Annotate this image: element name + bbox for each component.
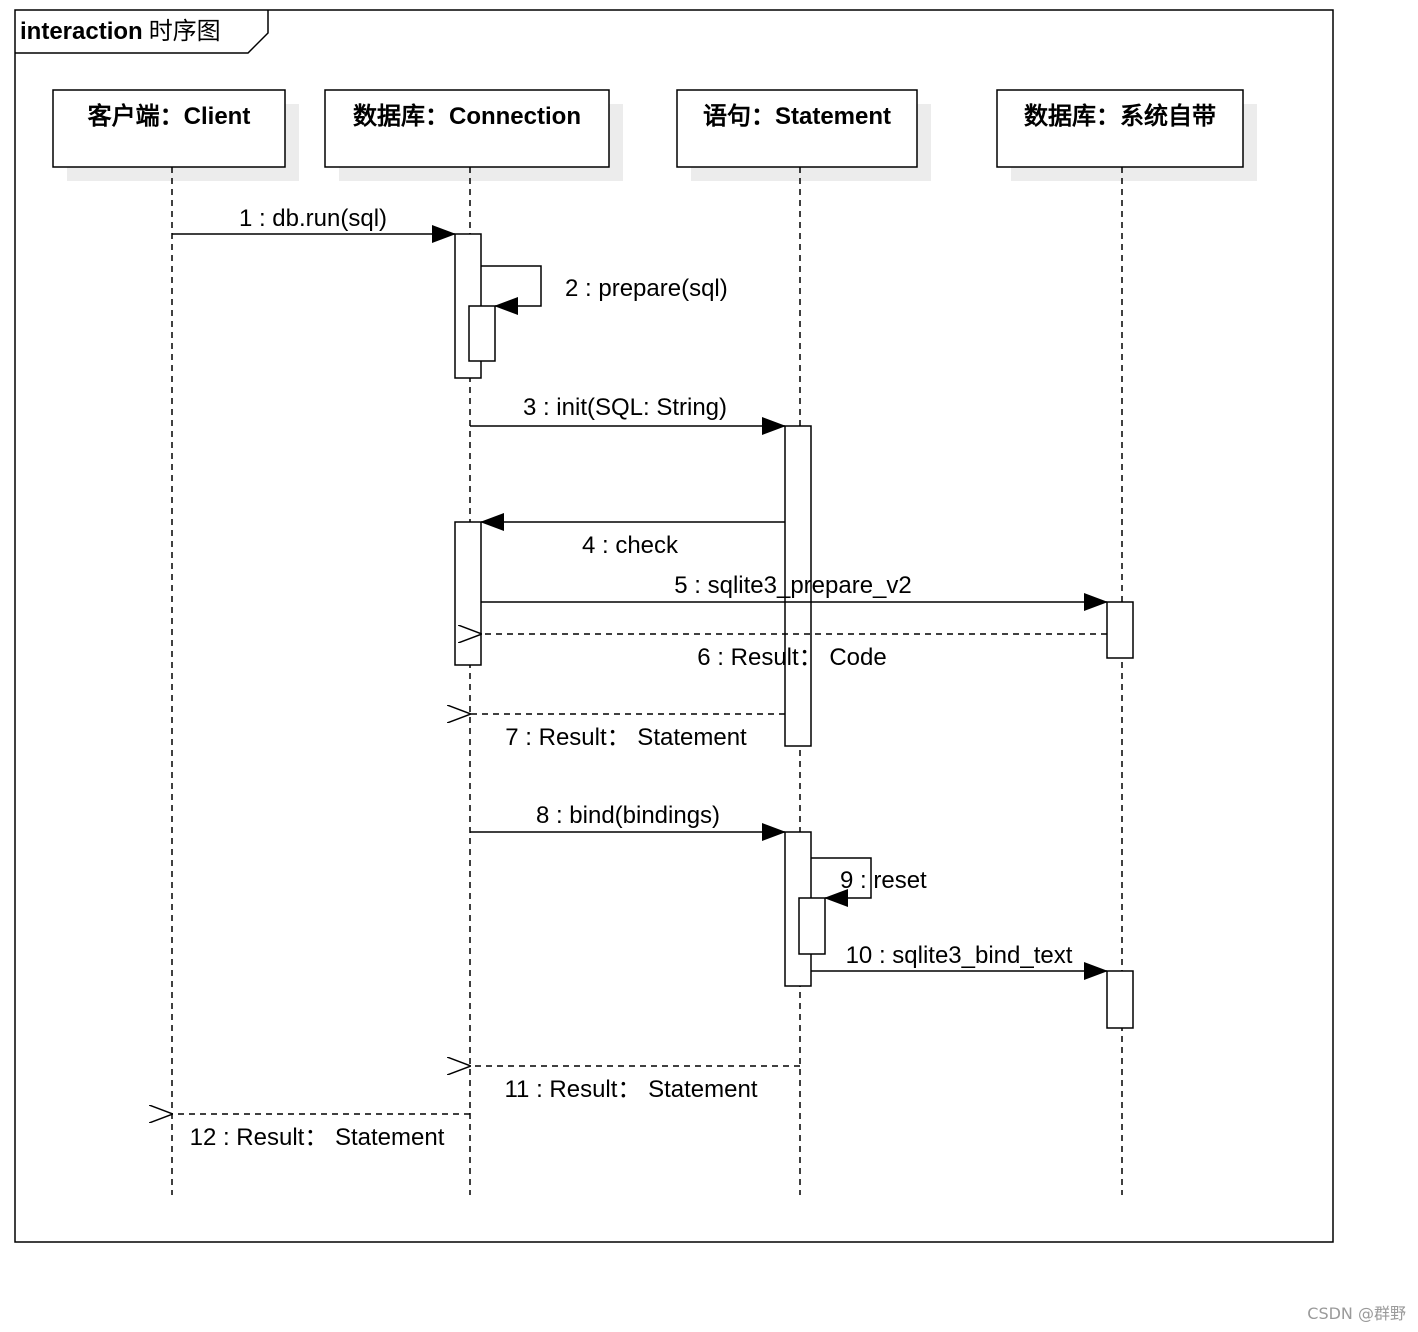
- message-label: 11 : Result： Statement: [504, 1076, 757, 1103]
- message-label: 2 : prepare(sql): [565, 275, 728, 302]
- message-label: 7 : Result： Statement: [505, 724, 747, 751]
- activation-system-1: [1106, 601, 1134, 659]
- activation-statement-nested: [798, 897, 826, 955]
- message-3[interactable]: 3 : init(SQL: String): [470, 394, 786, 435]
- message-5[interactable]: 5 : sqlite3_prepare_v2: [481, 572, 1108, 611]
- message-label: 3 : init(SQL: String): [523, 394, 727, 421]
- lifeline-system[interactable]: 数据库：系统自带: [996, 89, 1257, 1195]
- message-11[interactable]: 11 : Result： Statement: [470, 1066, 800, 1103]
- message-label: 6 : Result： Code: [697, 644, 886, 671]
- message-12[interactable]: 12 : Result： Statement: [172, 1114, 470, 1151]
- message-6[interactable]: 6 : Result： Code: [481, 634, 1107, 671]
- message-label: 1 : db.run(sql): [239, 205, 387, 232]
- activation-system-2: [1106, 970, 1134, 1029]
- message-8[interactable]: 8 : bind(bindings): [470, 802, 786, 841]
- message-4[interactable]: 4 : check: [480, 513, 785, 559]
- message-2[interactable]: 2 : prepare(sql): [481, 265, 728, 315]
- activation-statement-1: [784, 425, 812, 747]
- activation-bars: [454, 233, 1134, 1029]
- message-label: 12 : Result： Statement: [190, 1124, 445, 1151]
- frame-keyword: interaction: [20, 18, 143, 45]
- message-7[interactable]: 7 : Result： Statement: [470, 714, 785, 751]
- message-label: 9 : reset: [840, 867, 927, 894]
- activation-connection-2: [454, 521, 482, 666]
- message-10[interactable]: 10 : sqlite3_bind_text: [811, 942, 1108, 980]
- message-label: 8 : bind(bindings): [536, 802, 720, 829]
- lifeline-title: 客户端：Client: [88, 102, 251, 130]
- lifeline-client[interactable]: 客户端：Client: [52, 89, 299, 1195]
- message-label: 10 : sqlite3_bind_text: [846, 942, 1073, 969]
- lifeline-title: 数据库：系统自带: [1024, 102, 1216, 130]
- frame-name: 时序图: [149, 18, 221, 45]
- message-1[interactable]: 1 : db.run(sql): [172, 205, 456, 243]
- message-label: 4 : check: [582, 532, 679, 559]
- message-9[interactable]: 9 : reset: [811, 857, 927, 907]
- lifeline-statement[interactable]: 语句：Statement: [676, 89, 931, 1195]
- lifeline-connection[interactable]: 数据库：Connection: [324, 89, 623, 1195]
- lifeline-title: 语句：Statement: [703, 103, 891, 130]
- activation-connection-nested: [468, 305, 496, 362]
- watermark: CSDN @群野: [1307, 1304, 1406, 1323]
- lifeline-title: 数据库：Connection: [353, 103, 581, 130]
- message-label: 5 : sqlite3_prepare_v2: [674, 572, 912, 599]
